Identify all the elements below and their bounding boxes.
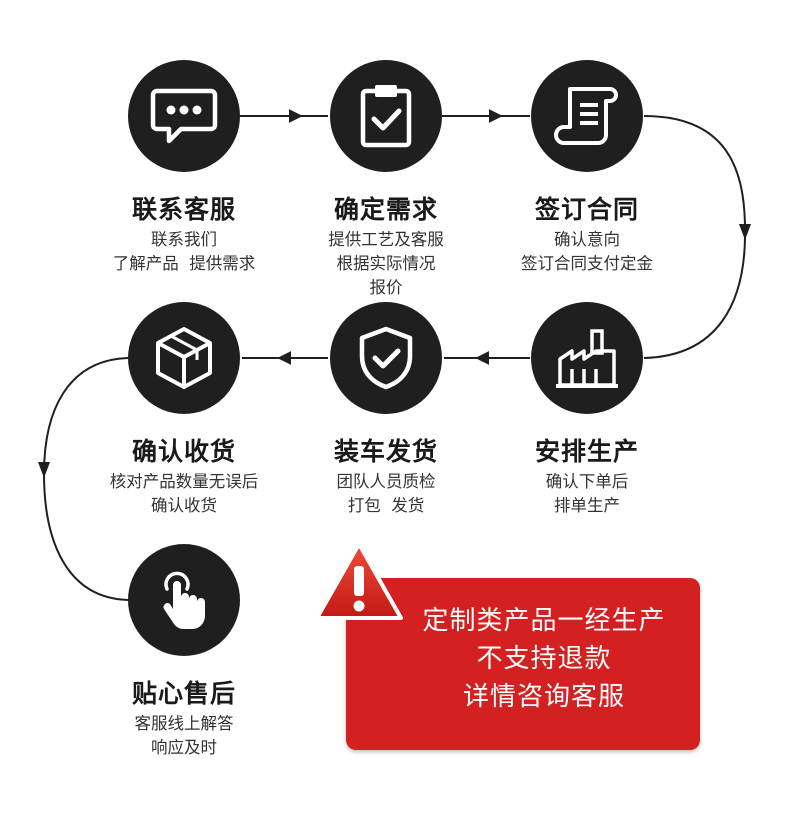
notice-text: 定制类产品一经生产 不支持退款 详情咨询客服 <box>388 602 700 716</box>
step-1-desc: 联系我们 了解产品 提供需求 <box>112 230 256 273</box>
step-3-desc: 确认意向 签订合同支付定金 <box>521 230 653 273</box>
step-6-title: 确认收货 <box>131 437 236 466</box>
step-3-title: 签订合同 <box>534 195 639 224</box>
step-2-circle <box>330 60 442 172</box>
step-7-title: 贴心售后 <box>131 679 236 708</box>
step-1-circle <box>128 60 240 172</box>
step-confirm-receipt: 确认收货 核对产品数量无误后 确认收货 <box>84 302 284 518</box>
step-sign-contract: 签订合同 确认意向 签订合同支付定金 <box>487 60 687 276</box>
step-6-desc: 核对产品数量无误后 确认收货 <box>109 472 259 515</box>
step-5-desc: 团队人员质检 打包 发货 <box>336 472 436 515</box>
step-1-title: 联系客服 <box>131 195 236 224</box>
clipboard-check-icon <box>360 85 412 148</box>
step-7-desc: 客服线上解答 响应及时 <box>134 714 234 757</box>
step-confirm-needs: 确定需求 提供工艺及客服 根据实际情况 报价 <box>286 60 486 300</box>
step-5-circle <box>330 302 442 414</box>
shield-check-icon <box>359 326 413 390</box>
notice-line-2: 不支持退款 <box>476 644 612 674</box>
warning-icon <box>315 542 403 620</box>
step-contact-service: 联系客服 联系我们 了解产品 提供需求 <box>84 60 284 276</box>
step-3-circle <box>531 60 643 172</box>
step-6-circle <box>128 302 240 414</box>
step-4-desc: 确认下单后 排单生产 <box>545 472 629 515</box>
step-2-title: 确定需求 <box>333 195 438 224</box>
contract-scroll-icon <box>554 87 618 145</box>
chat-bubble-icon <box>150 88 218 144</box>
step-5-title: 装车发货 <box>333 437 438 466</box>
step-4-title: 安排生产 <box>534 437 639 466</box>
notice-line-1: 定制类产品一经生产 <box>422 606 666 636</box>
package-box-icon <box>156 327 212 389</box>
step-7-circle <box>128 544 240 656</box>
step-after-sales: 贴心售后 客服线上解答 响应及时 <box>84 544 284 760</box>
no-refund-notice: 定制类产品一经生产 不支持退款 详情咨询客服 <box>346 578 700 750</box>
notice-line-3: 详情咨询客服 <box>462 682 625 712</box>
step-2-desc: 提供工艺及客服 根据实际情况 报价 <box>328 230 444 297</box>
step-ship-goods: 装车发货 团队人员质检 打包 发货 <box>286 302 486 518</box>
step-arrange-production: 安排生产 确认下单后 排单生产 <box>487 302 687 518</box>
factory-icon <box>556 329 618 388</box>
step-4-circle <box>531 302 643 414</box>
touch-hand-icon <box>163 571 205 629</box>
